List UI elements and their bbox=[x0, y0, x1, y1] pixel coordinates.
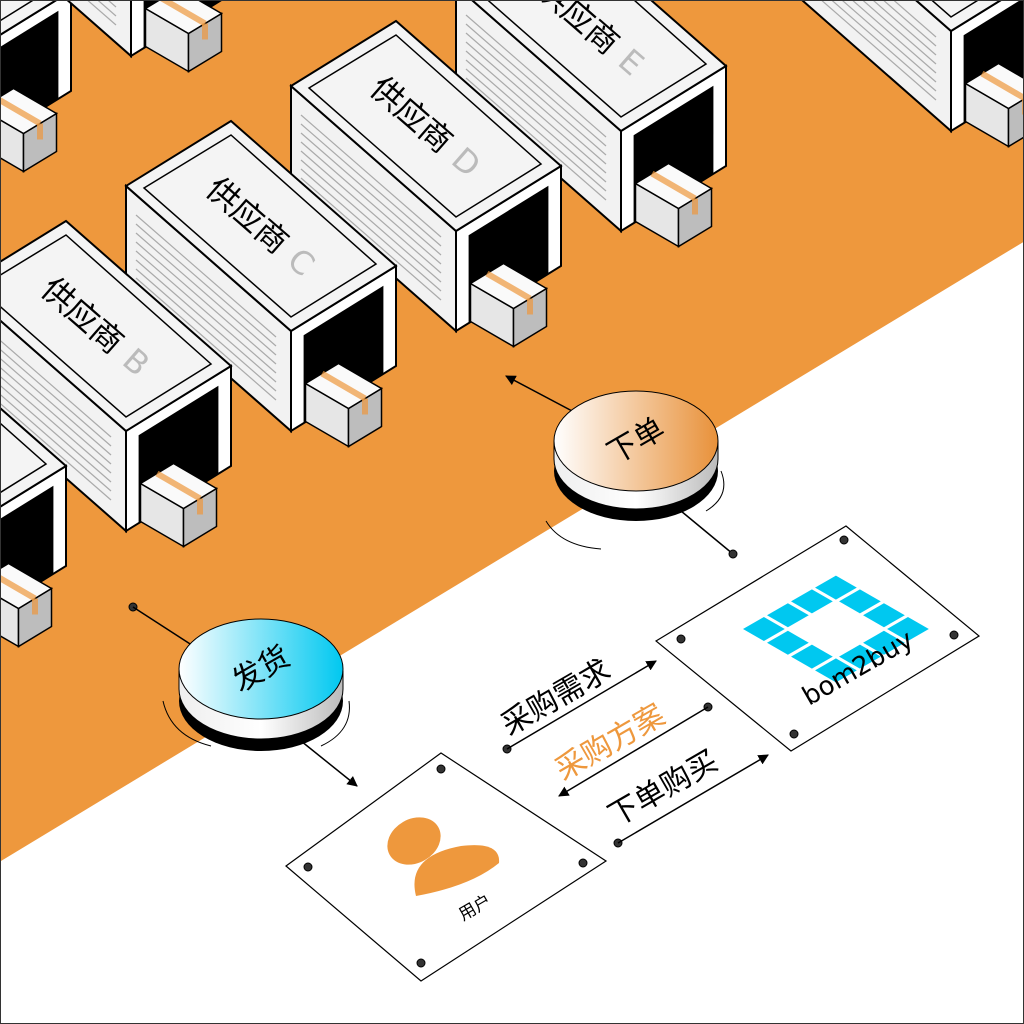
logo-square bbox=[791, 644, 833, 669]
logo-square bbox=[815, 658, 857, 683]
supplier-building[interactable]: 供应商B bbox=[1, 219, 233, 548]
supplier-building[interactable] bbox=[1, 321, 68, 648]
logo-square bbox=[863, 603, 905, 628]
package-box-icon bbox=[964, 62, 1023, 148]
logo-square bbox=[815, 575, 857, 600]
package-box-icon bbox=[144, 1, 223, 73]
user-plate[interactable]: 用户 bbox=[285, 752, 608, 982]
flow-purchase: 下单购买 bbox=[603, 744, 769, 848]
logo-square bbox=[791, 589, 833, 614]
package-box-icon bbox=[139, 462, 218, 548]
supplier-building[interactable]: 供应商D bbox=[289, 19, 563, 348]
package-box-icon bbox=[1, 562, 53, 648]
package-box-icon bbox=[304, 362, 383, 448]
flow-purchase-label: 下单购买 bbox=[603, 744, 724, 834]
logo-square bbox=[839, 589, 881, 614]
supplier-building[interactable] bbox=[1, 1, 72, 173]
logo-square bbox=[887, 617, 929, 641]
logo-square bbox=[767, 630, 809, 655]
supplier-building[interactable]: 供应商E bbox=[455, 1, 728, 248]
user-icon bbox=[387, 817, 500, 896]
logo-square bbox=[839, 644, 881, 669]
logo-square bbox=[863, 630, 905, 655]
package-box-icon bbox=[1, 87, 58, 173]
supplier-building[interactable]: 供应商C bbox=[124, 119, 398, 448]
ship-disc[interactable]: 发货 bbox=[162, 618, 350, 751]
order-disc[interactable]: 下单 bbox=[545, 390, 725, 550]
package-box-icon bbox=[469, 262, 548, 348]
supplier-building[interactable] bbox=[786, 1, 1024, 148]
package-box-icon bbox=[634, 162, 713, 248]
logo-square bbox=[767, 603, 809, 628]
logo-square bbox=[743, 617, 785, 641]
bom2buy-plate[interactable]: bom2buy bbox=[654, 525, 981, 752]
bom2buy-logo-icon bbox=[743, 575, 929, 683]
supplier-building[interactable] bbox=[1, 1, 236, 73]
